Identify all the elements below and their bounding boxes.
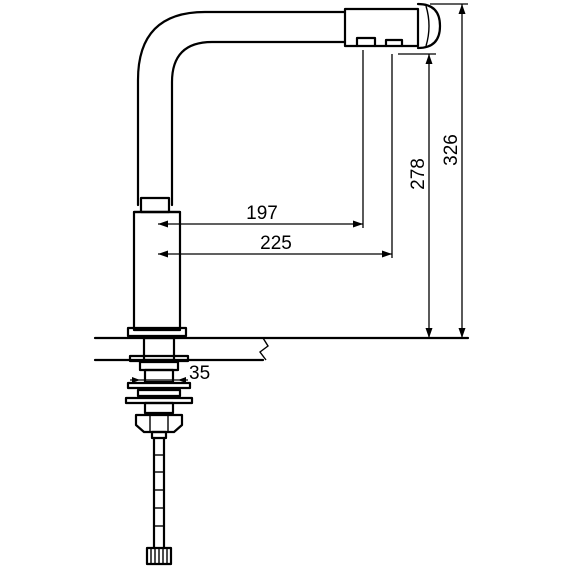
dimension-225-label: 225 [260, 233, 292, 254]
mounting-assembly [124, 336, 194, 440]
dimension-326-label: 326 [441, 134, 462, 166]
dimension-278-label: 278 [408, 158, 429, 190]
dimension-35-label: 35 [189, 363, 210, 384]
dimension-278: 278 [398, 53, 436, 338]
dimension-197-label: 197 [246, 203, 278, 224]
dimension-35: 35 [130, 363, 210, 384]
dimension-225: 225 [158, 54, 393, 258]
dimension-326: 326 [430, 3, 468, 338]
supply-hose [145, 436, 173, 566]
faucet-body [126, 196, 188, 338]
dimension-197: 197 [158, 50, 364, 228]
spout-head [343, 2, 442, 50]
spout-tube [136, 10, 347, 207]
